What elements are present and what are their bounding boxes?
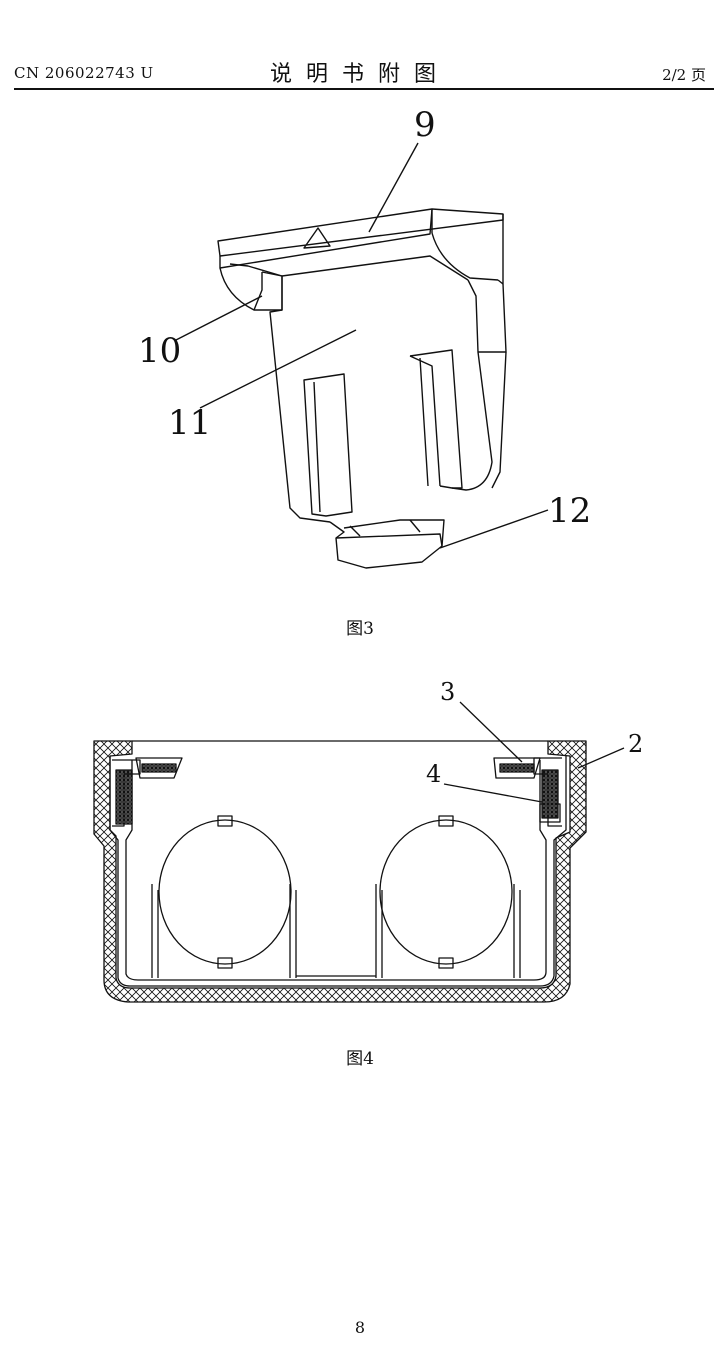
- label-12: 12: [548, 491, 591, 531]
- figure-3-caption: 图3: [346, 619, 374, 639]
- page-number: 8: [354, 1318, 366, 1337]
- patent-number: CN 206022743 U: [14, 64, 154, 82]
- page-title: 说明书附图: [269, 62, 450, 87]
- label-9: 9: [414, 105, 436, 145]
- label-2: 2: [628, 730, 643, 758]
- figure-3-drawing: 9 10 11 12: [138, 105, 591, 569]
- label-10: 10: [138, 331, 181, 371]
- page-indicator: 2/2 页: [662, 66, 706, 84]
- label-4: 4: [426, 760, 441, 788]
- header-rule: [14, 88, 714, 90]
- label-3: 3: [440, 678, 455, 706]
- figure-4-caption: 图4: [346, 1049, 374, 1069]
- label-11: 11: [168, 403, 211, 443]
